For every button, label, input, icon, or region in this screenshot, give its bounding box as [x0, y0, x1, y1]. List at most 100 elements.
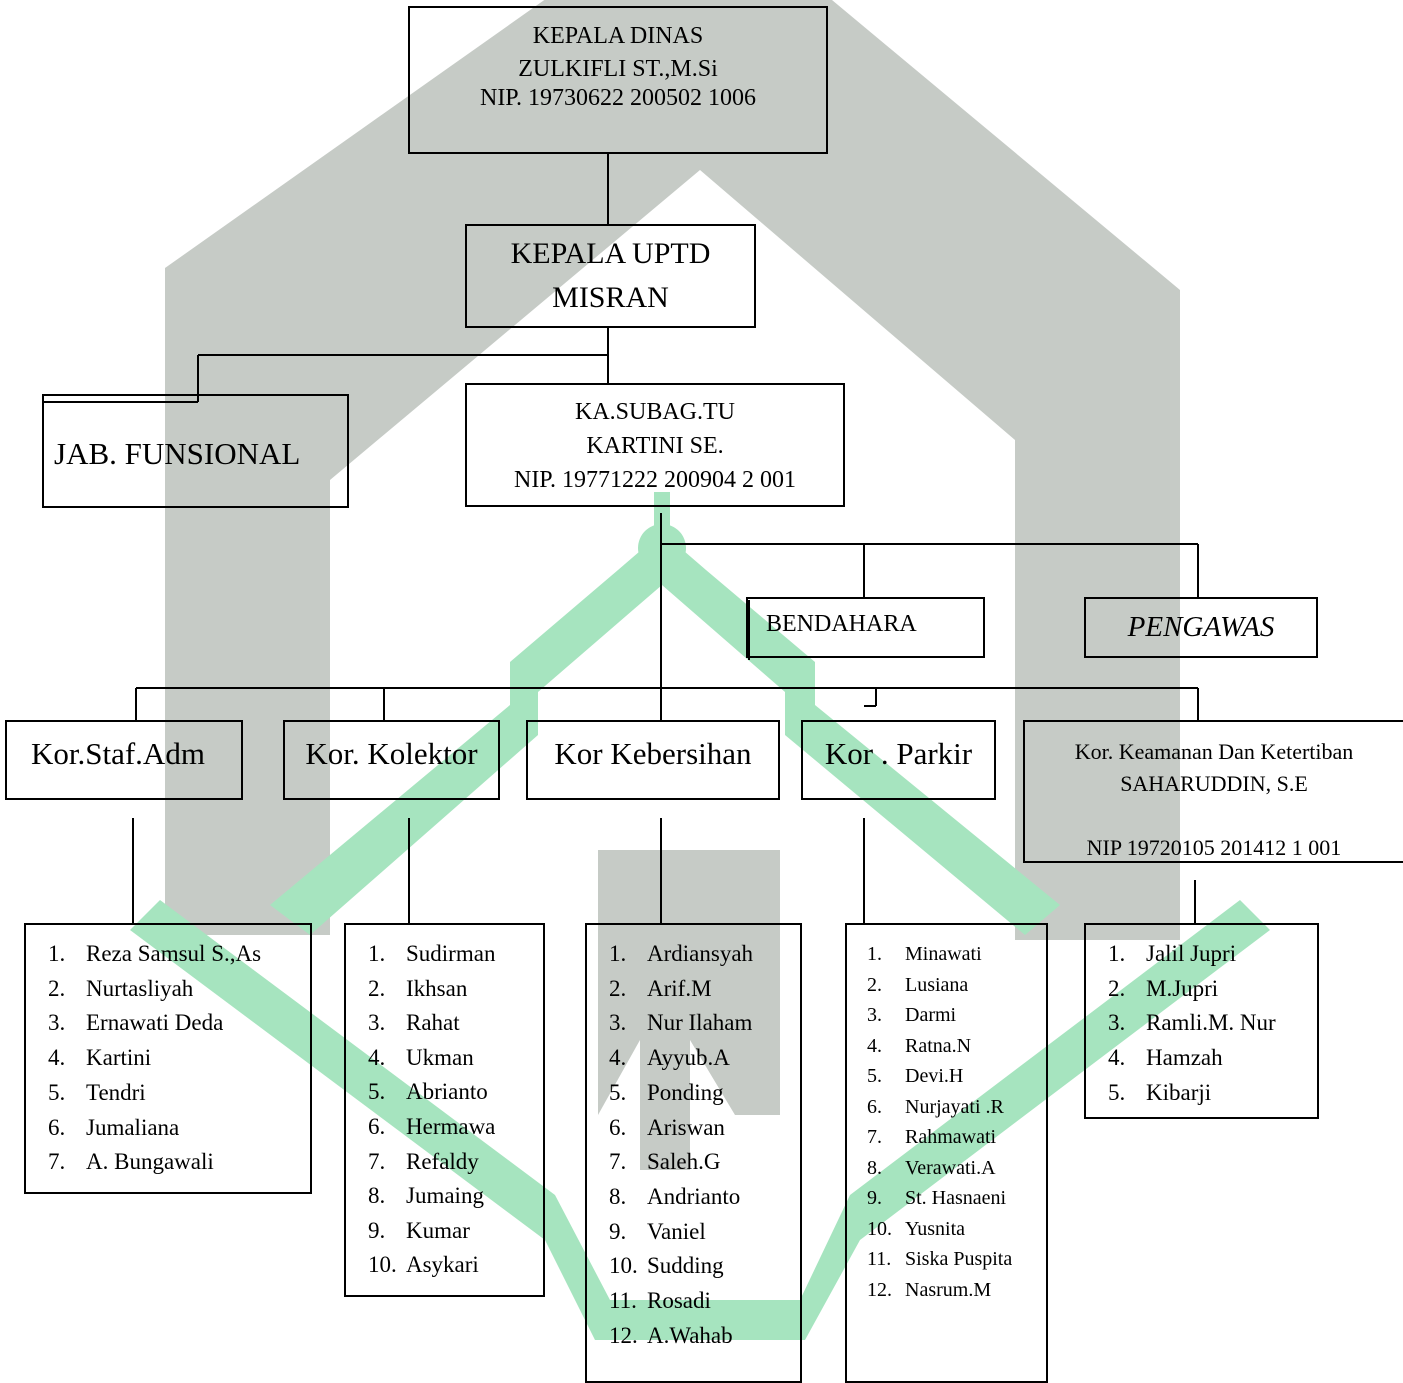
list-item: 7. Rahmawati: [867, 1122, 1046, 1153]
list-item-number: 3.: [368, 1010, 386, 1036]
list-item-name: Ponding: [647, 1079, 724, 1105]
list-item-name: Tendri: [86, 1079, 146, 1105]
bendahara-label: BENDAHARA: [766, 611, 917, 637]
kepala-uptd-title: KEPALA UPTD: [510, 237, 711, 270]
list-item: 5.Tendri: [48, 1076, 310, 1111]
list-item-number: 7.: [867, 1126, 882, 1148]
list-item-name: Andrianto: [647, 1183, 741, 1209]
list-item-number: 5.: [1108, 1079, 1126, 1105]
list-item: 9.Kumar: [368, 1214, 543, 1249]
list-item: 4.Ratna.N: [867, 1031, 1046, 1062]
list-item-number: 2.: [609, 975, 627, 1001]
list-item: 2.Arif.M: [609, 972, 800, 1007]
list-item: 2. Ikhsan: [368, 972, 543, 1007]
watermark-book: [598, 850, 780, 1170]
list-item-number: 4.: [609, 1045, 627, 1071]
list-item-name: Nurjayati .R: [905, 1095, 1004, 1118]
list-item-number: 2.: [368, 975, 386, 1001]
list-item-name: Refaldy: [406, 1148, 479, 1174]
jab-fungsional-box: JAB. FUNSIONAL: [42, 394, 349, 508]
list-item-number: 8.: [368, 1183, 386, 1209]
kor-kolektor-box: Kor. Kolektor: [283, 720, 500, 800]
list-item: 6.Hermawa: [368, 1110, 543, 1145]
list-item-name: Sudding: [647, 1253, 724, 1279]
list-item-number: 10.: [368, 1252, 397, 1278]
list-item-name: Ardiansyah: [647, 941, 754, 966]
kor-parkir-label: Kor . Parkir: [824, 736, 973, 771]
list-item-name: M.Jupri: [1146, 975, 1219, 1001]
list-item-name: Nasrum.M: [905, 1278, 992, 1301]
list-item-number: 1.: [867, 943, 882, 965]
kasubag-nip: NIP. 19771222 200904 2 001: [513, 467, 796, 493]
list-item-number: 5.: [368, 1079, 386, 1105]
list-item-name: Ernawati Deda: [86, 1010, 224, 1036]
list-item: 10.Sudding: [609, 1249, 800, 1284]
kepala-dinas-box: KEPALA DINAS ZULKIFLI ST.,M.Si NIP. 1973…: [408, 6, 828, 154]
list-item-name: Hamzah: [1146, 1045, 1223, 1071]
kepala-dinas-name: ZULKIFLI ST.,M.Si: [518, 56, 718, 82]
list-item: 7.Refaldy: [368, 1145, 543, 1180]
list-item-number: 10.: [867, 1217, 892, 1240]
list-item-name: Devi.H: [905, 1065, 964, 1087]
list-item-number: 6.: [368, 1113, 386, 1139]
kor-staf-adm-box: Kor.Staf.Adm: [5, 720, 243, 800]
watermark-grey-roof: [165, 0, 1180, 940]
list-item-number: 4.: [368, 1044, 386, 1070]
list-item-number: 6.: [48, 1114, 66, 1140]
list-item: 9.Vaniel: [609, 1215, 800, 1250]
list-item-number: 1.: [609, 941, 627, 966]
list-item: 11.Rosadi: [609, 1284, 800, 1319]
list-item-number: 11.: [609, 1288, 637, 1314]
list-item-name: Saleh.G: [647, 1149, 721, 1175]
list-item: 2.M.Jupri: [1108, 972, 1317, 1007]
list-item-number: 8.: [609, 1183, 627, 1209]
list-item: 3.Nur Ilaham: [609, 1006, 800, 1041]
list-item: 11. Siska Puspita: [867, 1244, 1046, 1275]
list-item: 10.Yusnita: [867, 1214, 1046, 1245]
list-item: 6.Nurjayati .R: [867, 1092, 1046, 1123]
list-item-number: 6.: [609, 1114, 627, 1140]
list-item-name: St. Hasnaeni: [905, 1187, 1007, 1209]
list-item-number: 2.: [48, 975, 66, 1001]
list-item-name: A. Bungawali: [86, 1149, 214, 1175]
list-item: 1. Ardiansyah: [609, 937, 800, 972]
kor-keamanan-nip: NIP 19720105 201412 1 001: [1086, 835, 1342, 860]
list-item-number: 9.: [867, 1187, 882, 1209]
list-item-name: Jumaliana: [86, 1114, 180, 1140]
list-item: 4.Ukman: [368, 1041, 543, 1076]
kor-keamanan-name: SAHARUDDIN, S.E: [1120, 771, 1308, 796]
list-item: 5. Kibarji: [1108, 1076, 1317, 1111]
kepala-dinas-title: KEPALA DINAS: [532, 23, 704, 49]
list-item: 6.Ariswan: [609, 1111, 800, 1146]
list-item: 3. Rahat: [368, 1006, 543, 1041]
list-item-number: 1.: [48, 941, 66, 966]
kor-kolektor-label: Kor. Kolektor: [305, 736, 478, 771]
list-item-name: Kumar: [406, 1217, 470, 1243]
list-item-name: Siska Puspita: [905, 1248, 1013, 1270]
kasubag-title: KA.SUBAG.TU: [574, 399, 735, 425]
kor-staf-adm-label: Kor.Staf.Adm: [31, 736, 205, 771]
list-item-number: 4.: [867, 1034, 882, 1057]
list-item-name: Nur Ilaham: [647, 1010, 753, 1036]
list-item-number: 1.: [368, 941, 386, 966]
list-item-name: Kibarji: [1146, 1079, 1212, 1105]
list-item-number: 4.: [48, 1045, 66, 1071]
list-item-number: 1.: [1108, 941, 1126, 966]
list-item-name: Ikhsan: [406, 975, 468, 1001]
list-item-name: Rahat: [406, 1010, 460, 1036]
list-item-name: Rahmawati: [905, 1126, 997, 1148]
list-item: 3.Ernawati Deda: [48, 1006, 310, 1041]
kepala-uptd-name: MISRAN: [552, 281, 669, 314]
list-item-number: 11.: [867, 1248, 892, 1270]
list-item: 2.Nurtasliyah: [48, 972, 310, 1007]
kor-parkir-box: Kor . Parkir: [801, 720, 996, 800]
list-item-number: 7.: [609, 1149, 627, 1175]
list-item: 1.Reza Samsul S.,As: [48, 937, 310, 972]
